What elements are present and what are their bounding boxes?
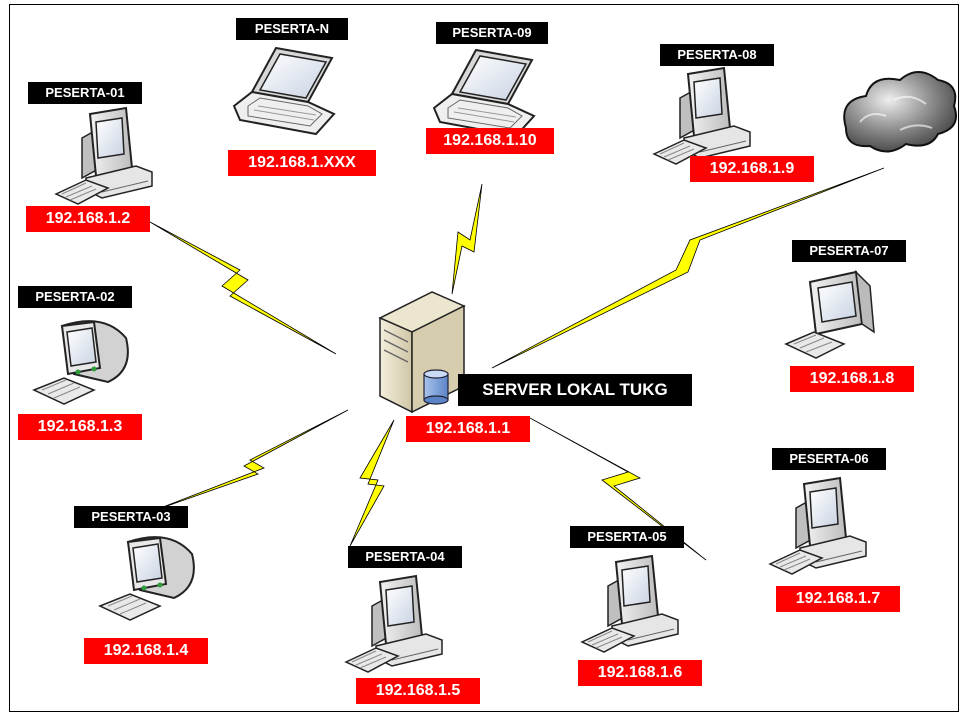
peserta-n-name: PESERTA-N [236,18,348,40]
peserta-06-name: PESERTA-06 [772,448,886,470]
link-peserta-05 [529,417,707,561]
peserta-08-ip: 192.168.1.9 [690,156,814,182]
crt-monitor-icon [99,536,195,621]
desktop-computer-icon [55,107,153,205]
peserta-07-name: PESERTA-07 [792,240,906,262]
link-peserta-03 [149,409,349,513]
peserta-09-name: PESERTA-09 [436,22,548,44]
server-name: SERVER LOKAL TUKG [458,374,692,406]
peserta-09-ip: 192.168.1.10 [426,128,554,154]
link-peserta-09 [451,183,483,295]
diagram-frame [9,4,959,712]
link-cloud [491,167,885,369]
server-ip: 192.168.1.1 [406,416,530,442]
peserta-04-ip: 192.168.1.5 [356,678,480,704]
desktop-computer-icon [581,555,679,653]
crt-monitor-icon [33,320,129,405]
desktop-computer-icon [345,575,443,673]
database-icon [423,369,449,405]
peserta-03-name: PESERTA-03 [74,506,188,528]
desktop-computer-icon [653,67,751,165]
desktop-computer-icon [785,271,875,359]
peserta-01-name: PESERTA-01 [28,82,142,104]
laptop-icon [233,47,335,135]
peserta-04-name: PESERTA-04 [348,546,462,568]
peserta-02-ip: 192.168.1.3 [18,414,142,440]
peserta-07-ip: 192.168.1.8 [790,366,914,392]
peserta-06-ip: 192.168.1.7 [776,586,900,612]
peserta-n-ip: 192.168.1.XXX [228,150,376,176]
peserta-05-name: PESERTA-05 [570,526,684,548]
link-peserta-04 [349,419,395,547]
link-peserta-01 [149,221,337,355]
peserta-01-ip: 192.168.1.2 [26,206,150,232]
peserta-05-ip: 192.168.1.6 [578,660,702,686]
desktop-computer-icon [769,477,867,575]
peserta-02-name: PESERTA-02 [18,286,132,308]
internet-cloud-icon [843,71,957,153]
laptop-icon [433,49,535,137]
peserta-03-ip: 192.168.1.4 [84,638,208,664]
peserta-08-name: PESERTA-08 [660,44,774,66]
